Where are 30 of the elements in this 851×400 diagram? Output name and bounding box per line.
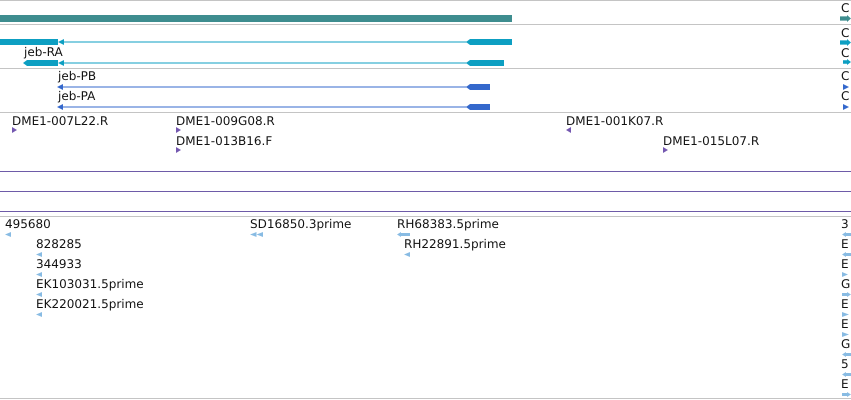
feature-label: C	[841, 1, 850, 15]
feature-label: E	[841, 377, 849, 391]
feature-label: C	[841, 26, 850, 40]
feature-label: 5	[841, 357, 849, 371]
feature-label: E	[841, 297, 849, 311]
feature-label: RH22891.5prime	[404, 237, 506, 251]
feature-label: G	[841, 337, 850, 351]
feature-label: DME1-009G08.R	[176, 114, 275, 128]
feature-label: C	[841, 46, 850, 60]
feature-label: RH68383.5prime	[397, 217, 499, 231]
feature-label: jeb-PB	[58, 69, 96, 83]
feature-label: C	[841, 69, 850, 83]
feature-label: 3	[841, 217, 849, 231]
feature-label: DME1-007L22.R	[12, 114, 108, 128]
feature-label: EK103031.5prime	[36, 277, 144, 291]
feature-label: E	[841, 257, 849, 271]
feature-label: 828285	[36, 237, 82, 251]
feature-label: 495680	[5, 217, 51, 231]
feature-label: DME1-013B16.F	[176, 134, 272, 148]
feature-label: 344933	[36, 257, 82, 271]
feature-label: DME1-001K07.R	[566, 114, 664, 128]
feature-label: E	[841, 317, 849, 331]
feature-label: E	[841, 237, 849, 251]
feature-label: SD16850.3prime	[250, 217, 352, 231]
feature-label: C	[841, 89, 850, 103]
feature-label: jeb-RA	[24, 45, 63, 59]
feature-label: G	[841, 277, 850, 291]
feature-label: jeb-PA	[58, 89, 96, 103]
feature-label: DME1-015L07.R	[663, 134, 760, 148]
feature-label: EK220021.5prime	[36, 297, 144, 311]
